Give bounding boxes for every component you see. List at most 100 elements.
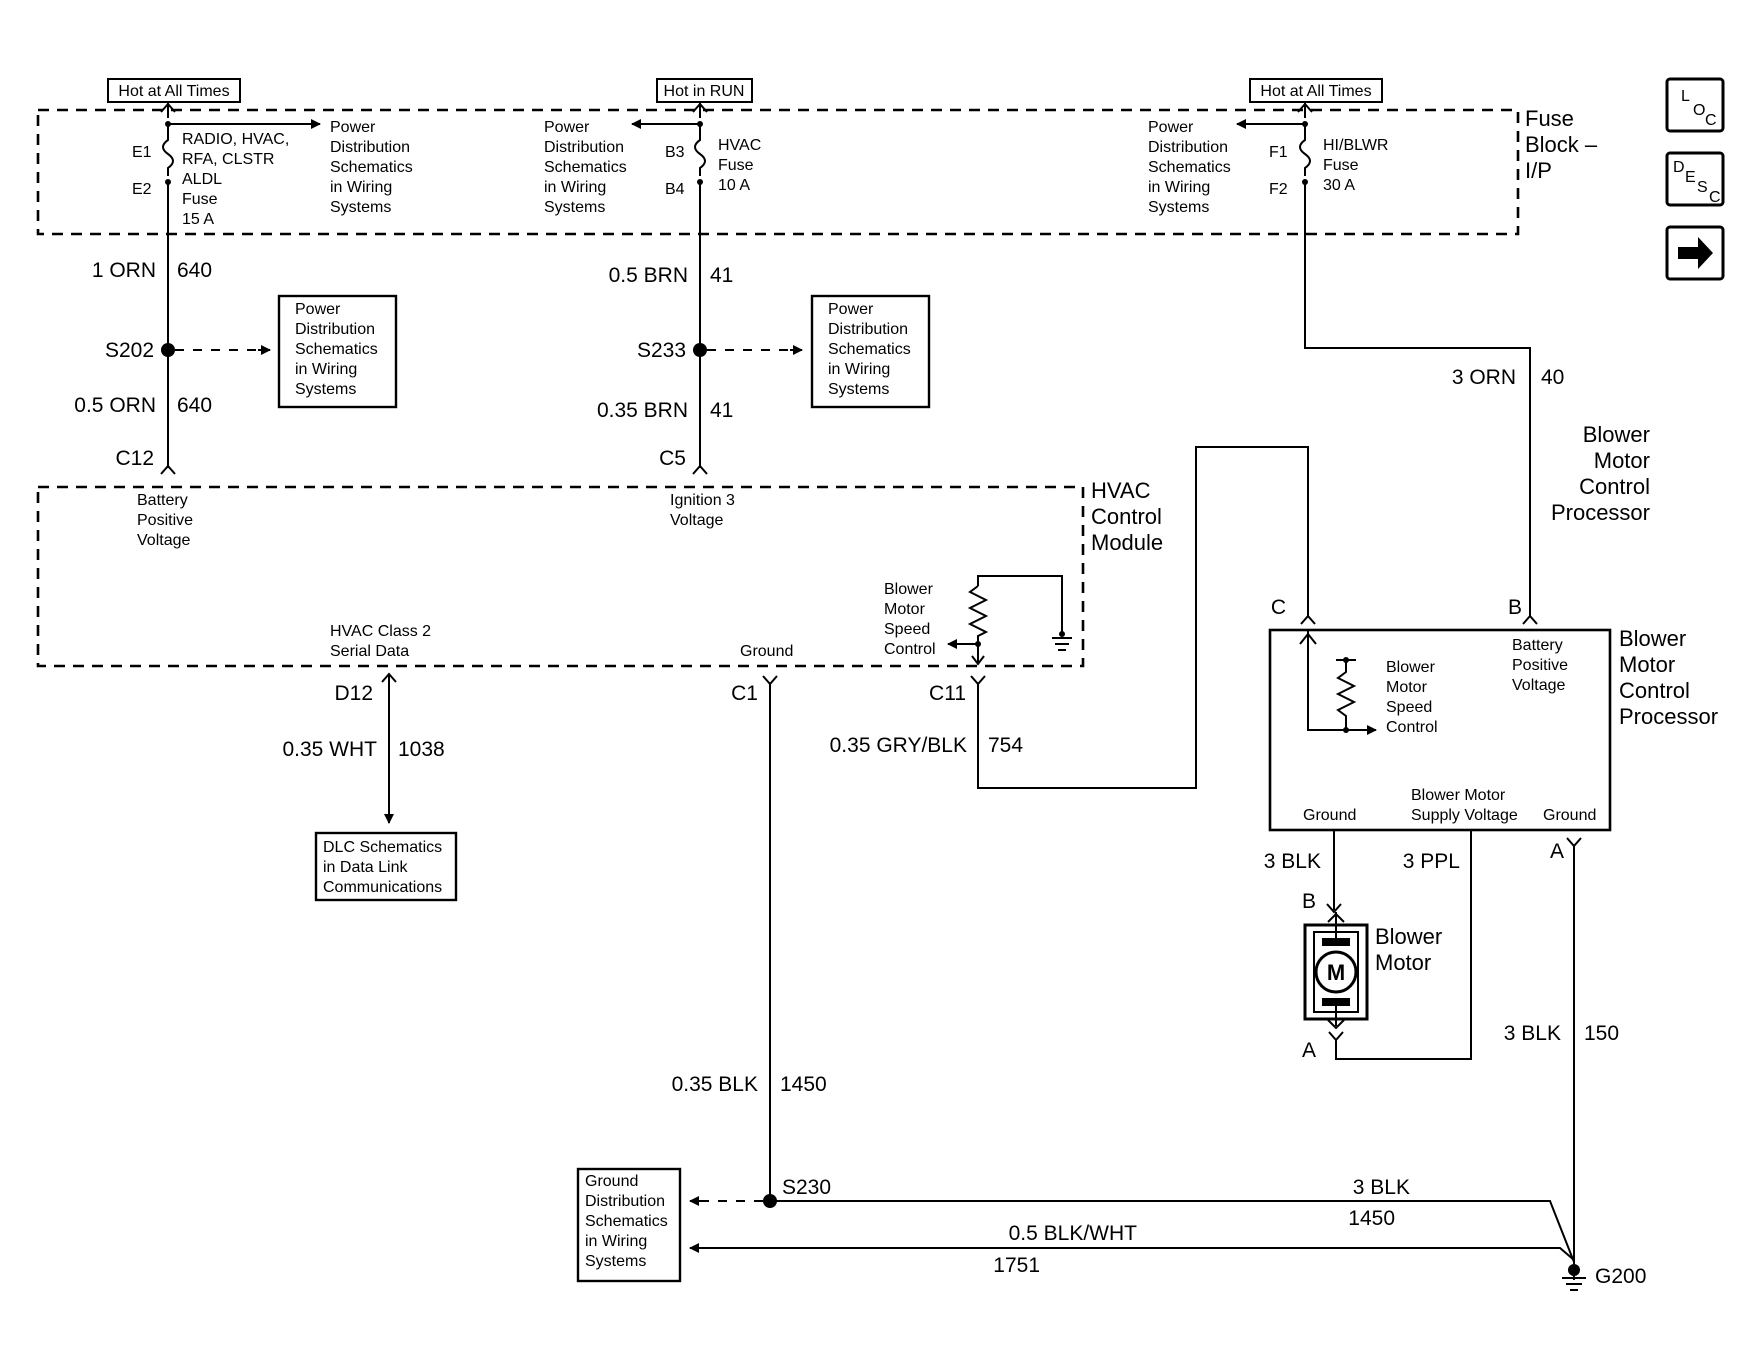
wire-1751: 0.5 BLK/WHT 1751	[689, 1222, 1575, 1277]
svg-text:Systems: Systems	[585, 1253, 646, 1270]
svg-text:Schematics: Schematics	[828, 341, 911, 358]
bmcp-pin-ground-1: Ground	[1303, 807, 1356, 824]
bmcp-connector-c: C	[1271, 596, 1286, 619]
svg-text:in Wiring: in Wiring	[295, 361, 357, 378]
svg-text:Schematics: Schematics	[330, 159, 413, 176]
svg-text:0.35 BLK: 0.35 BLK	[672, 1073, 758, 1096]
svg-text:Schematics: Schematics	[585, 1213, 668, 1230]
svg-text:Blower: Blower	[1375, 924, 1442, 949]
svg-text:Serial Data: Serial Data	[330, 643, 409, 660]
next-button[interactable]	[1665, 225, 1725, 281]
hot-label-1: Hot at All Times	[107, 78, 241, 103]
svg-text:0.35 BRN: 0.35 BRN	[597, 399, 688, 422]
svg-text:1038: 1038	[398, 738, 445, 761]
wire-40: 3 ORN 40	[1304, 182, 1564, 625]
svg-text:Processor: Processor	[1619, 704, 1718, 729]
svg-text:E2: E2	[132, 181, 152, 198]
fuse-hvac: B3 B4 HVAC Fuse 10 A	[631, 102, 761, 198]
svg-text:L: L	[1681, 88, 1690, 105]
svg-text:DLC Schematics: DLC Schematics	[323, 839, 442, 856]
svg-text:Motor: Motor	[1619, 652, 1675, 677]
arrow-right-icon	[1678, 237, 1713, 269]
svg-text:A: A	[1302, 1039, 1316, 1062]
description-button[interactable]: D E S C	[1665, 151, 1725, 207]
svg-text:Battery: Battery	[137, 492, 188, 509]
svg-text:Control: Control	[1386, 719, 1438, 736]
svg-text:Motor: Motor	[1594, 448, 1650, 473]
wire-41: 0.5 BRN 41 S233 0.35 BRN 41 C5	[597, 182, 803, 475]
svg-text:Motor: Motor	[1375, 950, 1431, 975]
svg-text:Distribution: Distribution	[585, 1193, 665, 1210]
bmcp-side-title: Blower Motor Control Processor	[1619, 626, 1718, 729]
svg-text:in Wiring: in Wiring	[828, 361, 890, 378]
svg-text:Supply Voltage: Supply Voltage	[1411, 807, 1518, 824]
wire-ppl: 3 PPL A	[1302, 830, 1472, 1062]
svg-text:in Data Link: in Data Link	[323, 859, 408, 876]
svg-text:B3: B3	[665, 144, 685, 161]
blower-motor: M	[1303, 912, 1369, 1030]
wire-640: 1 ORN 640 S202 0.5 ORN 640 C12	[74, 182, 271, 475]
svg-text:S202: S202	[105, 339, 154, 362]
svg-text:I/P: I/P	[1525, 158, 1552, 183]
svg-text:Blower: Blower	[1619, 626, 1686, 651]
svg-text:C1: C1	[731, 682, 758, 705]
svg-text:Fuse: Fuse	[1323, 157, 1359, 174]
svg-text:O: O	[1693, 102, 1705, 119]
svg-text:ALDL: ALDL	[182, 171, 222, 188]
svg-text:Schematics: Schematics	[1148, 159, 1231, 176]
svg-text:40: 40	[1541, 366, 1564, 389]
svg-text:RADIO, HVAC,: RADIO, HVAC,	[182, 131, 289, 148]
svg-text:0.35 WHT: 0.35 WHT	[282, 738, 377, 761]
svg-text:3 PPL: 3 PPL	[1403, 850, 1460, 873]
svg-text:Fuse: Fuse	[182, 191, 218, 208]
svg-text:Speed: Speed	[884, 621, 930, 638]
svg-text:in Wiring: in Wiring	[544, 179, 606, 196]
ref-pds-5: Power Distribution Schematics in Wiring …	[810, 294, 931, 409]
ref-dlc: DLC Schematics in Data Link Communicatio…	[314, 831, 458, 902]
motor-symbol: M	[1327, 960, 1345, 985]
wire-754: C11 0.35 GRY/BLK 754	[830, 446, 1316, 789]
svg-text:F2: F2	[1269, 181, 1288, 198]
location-button[interactable]: L O C	[1665, 77, 1725, 133]
svg-text:Communications: Communications	[323, 879, 442, 896]
svg-text:A: A	[1550, 840, 1564, 863]
svg-text:41: 41	[710, 264, 733, 287]
pin-ignition-3: Ignition 3 Voltage	[670, 492, 735, 529]
svg-text:Control: Control	[1579, 474, 1650, 499]
svg-text:Module: Module	[1091, 530, 1163, 555]
svg-text:Power: Power	[828, 301, 874, 318]
svg-text:Fuse: Fuse	[718, 157, 754, 174]
svg-text:in Wiring: in Wiring	[330, 179, 392, 196]
svg-text:C12: C12	[115, 447, 154, 470]
bmcp-top-title: Blower Motor Control Processor	[1551, 422, 1650, 525]
svg-text:S230: S230	[782, 1176, 831, 1199]
svg-text:640: 640	[177, 259, 212, 282]
bmcp-speed-control-symbol	[1299, 630, 1377, 735]
svg-text:G200: G200	[1595, 1265, 1646, 1288]
svg-text:Distribution: Distribution	[295, 321, 375, 338]
svg-text:Distribution: Distribution	[1148, 139, 1228, 156]
svg-text:0.35 GRY/BLK: 0.35 GRY/BLK	[830, 734, 967, 757]
svg-text:E: E	[1685, 169, 1696, 186]
svg-text:RFA, CLSTR: RFA, CLSTR	[182, 151, 274, 168]
svg-text:B4: B4	[665, 181, 685, 198]
wire-1038: D12 0.35 WHT 1038	[282, 672, 445, 824]
svg-text:0.5 BRN: 0.5 BRN	[609, 264, 688, 287]
bmcp-pin-battery: Battery Positive Voltage	[1512, 637, 1568, 694]
svg-text:in Wiring: in Wiring	[1148, 179, 1210, 196]
svg-text:F1: F1	[1269, 144, 1288, 161]
svg-text:Blower: Blower	[1386, 659, 1436, 676]
wire-s230-g200: 3 BLK 1450	[770, 1176, 1575, 1263]
svg-text:C: C	[1709, 189, 1721, 206]
bmcp-pin-bmsc: Blower Motor Speed Control	[1386, 659, 1438, 736]
ref-pds-3: Power Distribution Schematics in Wiring …	[1148, 119, 1231, 216]
svg-text:Control: Control	[884, 641, 936, 658]
svg-text:1450: 1450	[780, 1073, 827, 1096]
svg-text:Distribution: Distribution	[544, 139, 624, 156]
svg-text:Speed: Speed	[1386, 699, 1432, 716]
svg-text:Schematics: Schematics	[544, 159, 627, 176]
hot-label-3: Hot at All Times	[1249, 78, 1383, 103]
svg-text:Control: Control	[1091, 504, 1162, 529]
svg-text:3 BLK: 3 BLK	[1504, 1022, 1561, 1045]
ref-pds-1: Power Distribution Schematics in Wiring …	[330, 119, 413, 216]
